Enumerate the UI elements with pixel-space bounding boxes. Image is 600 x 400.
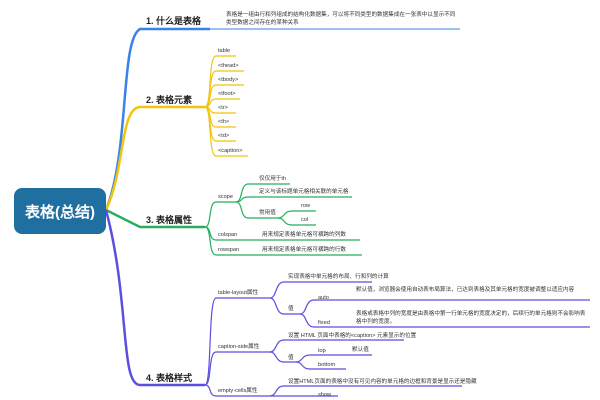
attr-colspan[interactable]: colspan xyxy=(218,232,238,238)
branch3-connector xyxy=(105,208,205,229)
style-caption-side[interactable]: caption-side属性 xyxy=(218,344,260,350)
element-thead[interactable]: <thead> xyxy=(218,63,239,69)
empty-cells-description: 设置HTML页面的表格中没有可见内容的单元格的边框和背景是显示还是隐藏 xyxy=(288,379,477,385)
branch2-subconnectors xyxy=(204,55,248,157)
rowspan-description: 用来规定表格单元格可横跨的行数 xyxy=(262,247,346,253)
root-node[interactable]: 表格(总结) xyxy=(14,188,106,234)
value-show[interactable]: show xyxy=(318,392,332,398)
auto-description: 默认值，浏览器会使用自动表布局算法，已达到表格及其单元格的宽度被调整以适应内容 xyxy=(356,287,575,293)
element-tr[interactable]: <tr> xyxy=(218,105,228,111)
attr-rowspan[interactable]: rowspan xyxy=(218,247,240,253)
colspan-description: 用来规定表格单元格可横跨的列数 xyxy=(262,232,346,238)
attr-scope[interactable]: scope xyxy=(218,194,233,200)
value-fixed[interactable]: fixed xyxy=(318,320,330,326)
branch1-title[interactable]: 1. 什么是表格 xyxy=(146,16,202,26)
value-bottom[interactable]: bottom xyxy=(318,362,336,368)
style-table-layout[interactable]: table-layout属性 xyxy=(218,290,259,296)
branch4-title[interactable]: 4. 表格样式 xyxy=(146,373,193,383)
branch3-title[interactable]: 3. 表格属性 xyxy=(146,215,193,225)
value-col[interactable]: col xyxy=(301,217,309,223)
top-description: 默认值 xyxy=(352,347,369,353)
scope-th-only[interactable]: 仅仅用于th xyxy=(259,176,287,182)
element-caption[interactable]: <caption> xyxy=(218,148,243,154)
element-table[interactable]: table xyxy=(218,48,231,54)
caption-side-description: 设置 HTML 页面中表格的<caption> 元素显示的位置 xyxy=(288,333,417,339)
caption-side-value-label[interactable]: 值 xyxy=(288,355,294,361)
value-row[interactable]: row xyxy=(301,203,311,209)
branch2-connector xyxy=(104,105,205,211)
table-layout-value-label[interactable]: 值 xyxy=(288,306,294,312)
branch4-subconnectors xyxy=(204,281,590,397)
branch1-description: 表格是一组由行和列组成的结构化数据集，可以将不同类型的数据集成在一张表中以显示不… xyxy=(226,12,456,26)
element-td[interactable]: <td> xyxy=(218,133,230,139)
element-th[interactable]: <th> xyxy=(218,119,230,125)
fixed-description: 表格或表格中列的宽度是由表格中第一行单元格的宽度决定的，后续行的单元格则不会影响… xyxy=(356,311,586,325)
branch4-connector xyxy=(104,209,205,387)
value-auto[interactable]: auto xyxy=(318,295,329,301)
element-tfoot[interactable]: <tfoot> xyxy=(218,91,236,97)
table-layout-description: 实现表格中单元格的布局、行和列的计算 xyxy=(288,274,389,280)
branch1-connector xyxy=(104,27,210,211)
element-tbody[interactable]: <tbody> xyxy=(218,77,239,83)
scope-common-values[interactable]: 常用值 xyxy=(259,210,276,216)
branch3-subconnectors xyxy=(204,183,362,256)
scope-associated-cells[interactable]: 定义与该标题单元格相关联的单元格 xyxy=(259,189,349,195)
style-empty-cells[interactable]: empty-cells属性 xyxy=(218,388,258,394)
branch2-title[interactable]: 2. 表格元素 xyxy=(146,95,193,105)
value-top[interactable]: top xyxy=(318,348,326,354)
